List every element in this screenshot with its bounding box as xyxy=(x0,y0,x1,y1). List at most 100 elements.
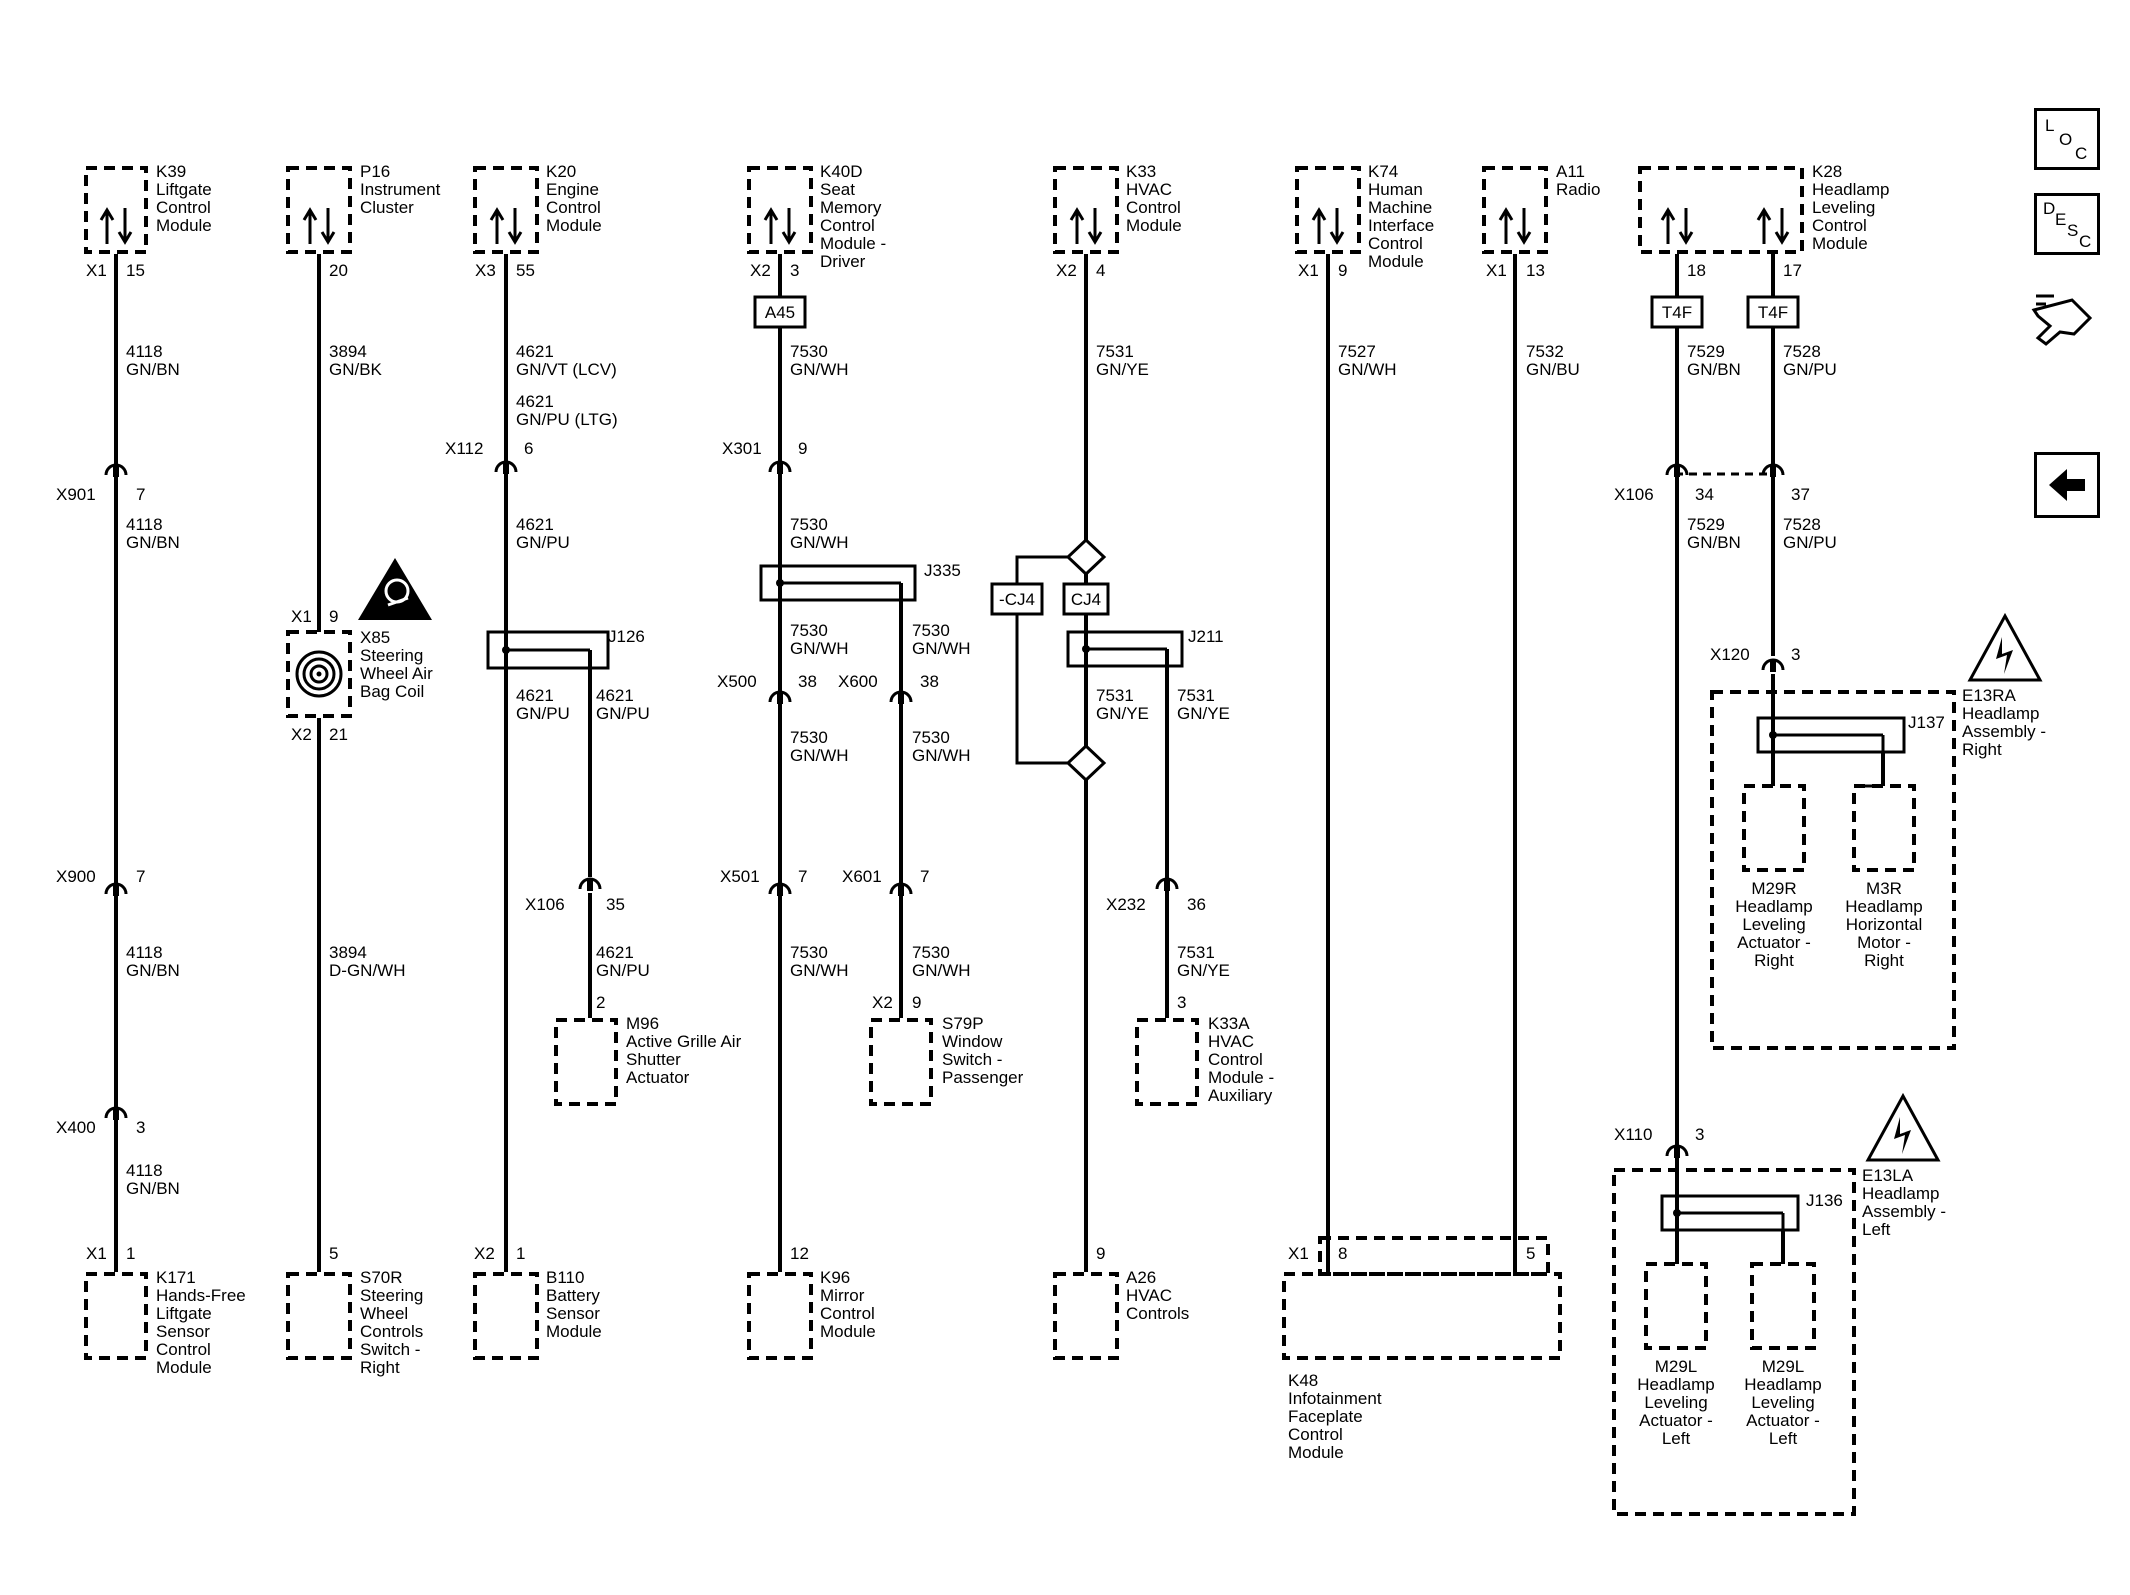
svg-text:38: 38 xyxy=(920,672,939,691)
svg-text:X1: X1 xyxy=(1288,1244,1309,1263)
svg-text:3: 3 xyxy=(136,1118,145,1137)
svg-text:X400: X400 xyxy=(56,1118,96,1137)
inline-t4f-a: T4F xyxy=(1650,295,1704,329)
loc-letter-l: L xyxy=(2045,116,2055,135)
svg-text:7: 7 xyxy=(136,867,145,886)
svg-text:5: 5 xyxy=(1526,1244,1535,1263)
svg-text:13: 13 xyxy=(1526,261,1545,280)
svg-text:J211: J211 xyxy=(1188,627,1224,646)
high-voltage-warning-icon xyxy=(1967,612,2043,682)
svg-text:7: 7 xyxy=(920,867,929,886)
connector-x501: X501 7 xyxy=(720,867,807,898)
svg-text:X2: X2 xyxy=(474,1244,495,1263)
svg-text:A45: A45 xyxy=(765,303,795,322)
svg-text:CJ4: CJ4 xyxy=(1071,590,1101,609)
svg-text:17: 17 xyxy=(1783,261,1802,280)
inline-cj4-negative: -CJ4 xyxy=(990,582,1044,616)
svg-text:X106: X106 xyxy=(525,895,565,914)
airbag-warning-icon xyxy=(358,558,432,620)
connector-x110: X110 3 xyxy=(1614,1125,1704,1160)
splice-j211: J211 xyxy=(1066,627,1224,668)
svg-text:1: 1 xyxy=(516,1244,525,1263)
svg-text:T4F: T4F xyxy=(1662,303,1692,322)
description-view-button[interactable]: D E S C xyxy=(2034,193,2100,255)
svg-text:X600: X600 xyxy=(838,672,878,691)
svg-text:J335: J335 xyxy=(924,561,961,580)
svg-text:X901: X901 xyxy=(56,485,96,504)
svg-text:2: 2 xyxy=(596,993,605,1012)
svg-text:J137: J137 xyxy=(1908,713,1945,732)
connector-x232: X232 36 xyxy=(1106,877,1206,914)
svg-text:21: 21 xyxy=(329,725,348,744)
svg-text:9: 9 xyxy=(798,439,807,458)
inline-a45: A45 xyxy=(753,295,807,329)
svg-text:34: 34 xyxy=(1695,485,1714,504)
back-button[interactable] xyxy=(2034,452,2100,518)
svg-text:37: 37 xyxy=(1791,485,1810,504)
desc-letter-d: D xyxy=(2043,199,2056,218)
arrow-left-icon xyxy=(2049,469,2085,501)
svg-text:9: 9 xyxy=(1096,1244,1105,1263)
svg-text:X1: X1 xyxy=(291,607,312,626)
connector-x106-headlamp: X106 34 37 xyxy=(1614,463,1810,504)
svg-text:4: 4 xyxy=(1096,261,1105,280)
connector-x120: X120 3 xyxy=(1710,645,1800,674)
tool-icon[interactable] xyxy=(2031,294,2093,346)
svg-text:20: 20 xyxy=(329,261,348,280)
svg-text:X112: X112 xyxy=(445,439,483,458)
location-view-button[interactable]: L O C xyxy=(2034,108,2100,170)
desc-letter-s: S xyxy=(2067,221,2079,240)
svg-text:X2: X2 xyxy=(291,725,312,744)
svg-text:X106: X106 xyxy=(1614,485,1654,504)
svg-text:X301: X301 xyxy=(722,439,762,458)
svg-text:-CJ4: -CJ4 xyxy=(999,590,1035,609)
svg-text:X1: X1 xyxy=(1298,261,1319,280)
loc-letter-c: C xyxy=(2075,144,2088,163)
splice-j335: J335 xyxy=(759,561,961,602)
svg-text:55: 55 xyxy=(516,261,535,280)
svg-text:9: 9 xyxy=(1338,261,1347,280)
svg-text:5: 5 xyxy=(329,1244,338,1263)
